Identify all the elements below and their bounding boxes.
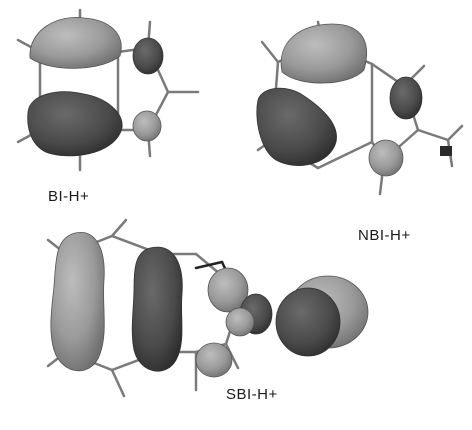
sbi-lobe-ring-light-top xyxy=(207,267,249,313)
bi-lobe-right-top-dark xyxy=(132,37,164,75)
bi-lobe-upper-light xyxy=(29,16,122,69)
nbi-lobe-right-bottom-light xyxy=(368,139,404,177)
label-sbi-h: SBI-H+ xyxy=(226,386,278,403)
bi-lobe-right-bottom-light xyxy=(132,110,162,142)
bi-h-molecule xyxy=(16,8,200,172)
sbi-lobe-ring-light-bottom xyxy=(195,342,233,378)
bi-lobe-lower-dark xyxy=(27,91,123,157)
nbi-lobe-upper-light xyxy=(280,23,368,84)
sbi-lobe-left-light xyxy=(50,232,105,372)
label-bi-h: BI-H+ xyxy=(48,188,90,205)
sbi-h-molecule xyxy=(46,218,369,398)
nbi-lobe-right-top-dark xyxy=(389,76,423,120)
sbi-lobe-sulfur-dark xyxy=(275,287,341,357)
sbi-lobe-middle-dark xyxy=(131,246,183,372)
nbi-lobe-lower-dark xyxy=(256,87,337,166)
label-nbi-h: NBI-H+ xyxy=(358,227,411,244)
nbi-nh2-group xyxy=(440,146,452,156)
nbi-h-molecule xyxy=(256,20,464,196)
sbi-lobe-ring-light-mid xyxy=(225,307,255,337)
